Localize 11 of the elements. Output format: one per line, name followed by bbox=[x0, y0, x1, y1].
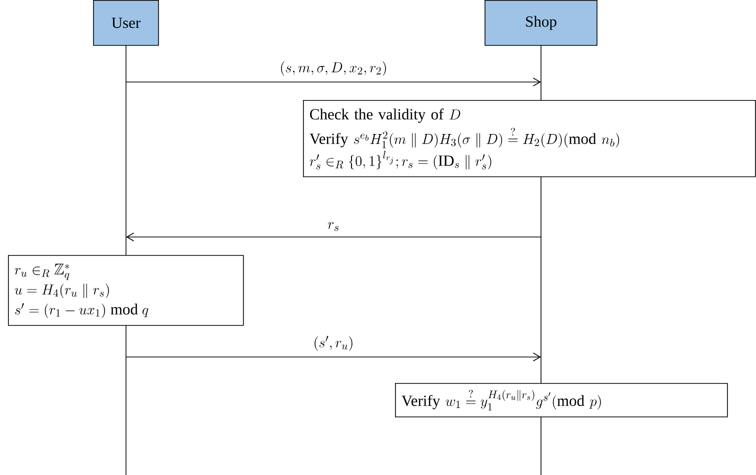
message-label: $(s, m, \sigma, D, x_2, r_2)$ bbox=[281, 61, 386, 76]
step-box: $r_u \in_R \mathbb{Z}_q^*$ $u = H_4(r_u \parallel r_s)$ $s' = (r_1 - u x_1) \bmod q$ bbox=[8, 255, 244, 326]
message-label: $r_s$ bbox=[328, 222, 338, 231]
step-box: $\text{Verify } w_1 \stackrel{?}{=} y_1^{H_4(r_u \parallel r_s)} g^{s'} (\text{mod } p)$ bbox=[395, 383, 728, 418]
actor-box: User bbox=[93, 0, 159, 46]
step-box: $\text{Check the validity of } D$ $\text{Verify } s^{e_b} H_1^2(m \parallel D) H_3(\sigma \parallel D) \stackrel{?}{=} H_2(D) (\text{mod } n_b)$ $r_s' \in_R \{0,1\}^{l_{r_j}}; r_s = (\text{ID}_s \parallel r_s')$ bbox=[303, 100, 756, 178]
message-label: $(s', r_u)$ bbox=[314, 336, 352, 351]
message-arrow bbox=[126, 352, 541, 362]
message-arrow bbox=[126, 232, 542, 242]
message-arrow bbox=[126, 78, 541, 86]
actor-box: Shop bbox=[484, 0, 598, 46]
